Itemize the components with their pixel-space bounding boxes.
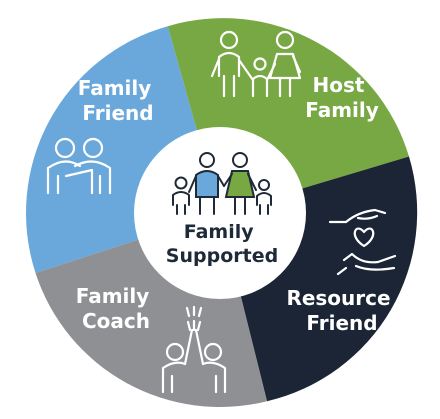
- label-resource-friend-line-2: Friend: [306, 311, 377, 335]
- high-five-icon: [161, 305, 227, 394]
- label-family-coach-line-2: Coach: [82, 309, 150, 333]
- center-title: Family Supported: [166, 221, 278, 267]
- label-family-coach: Family Coach: [76, 284, 157, 333]
- label-resource-friend: Resource Friend: [286, 286, 397, 335]
- family-holding-hands-icon: [210, 30, 302, 98]
- label-host-family-line-1: Host: [313, 73, 365, 97]
- label-resource-friend-line-1: Resource: [286, 286, 390, 310]
- label-family-friend: Family Friend: [78, 76, 159, 125]
- label-host-family-line-2: Family: [305, 98, 379, 122]
- label-family-coach-line-1: Family: [76, 284, 150, 308]
- label-family-friend-line-2: Friend: [82, 101, 153, 125]
- center-title-line-2: Supported: [166, 245, 278, 267]
- adult-right-body: [224, 170, 256, 198]
- hands-holding-heart-icon: [328, 208, 397, 276]
- center-title-line-1: Family: [184, 221, 255, 243]
- label-family-friend-line-1: Family: [78, 76, 152, 100]
- label-host-family: Host Family: [305, 73, 379, 122]
- two-friends-icon: [46, 137, 112, 195]
- center-circle: [134, 127, 306, 299]
- adult-left-body: [195, 170, 219, 198]
- family-group-icon: [172, 152, 272, 215]
